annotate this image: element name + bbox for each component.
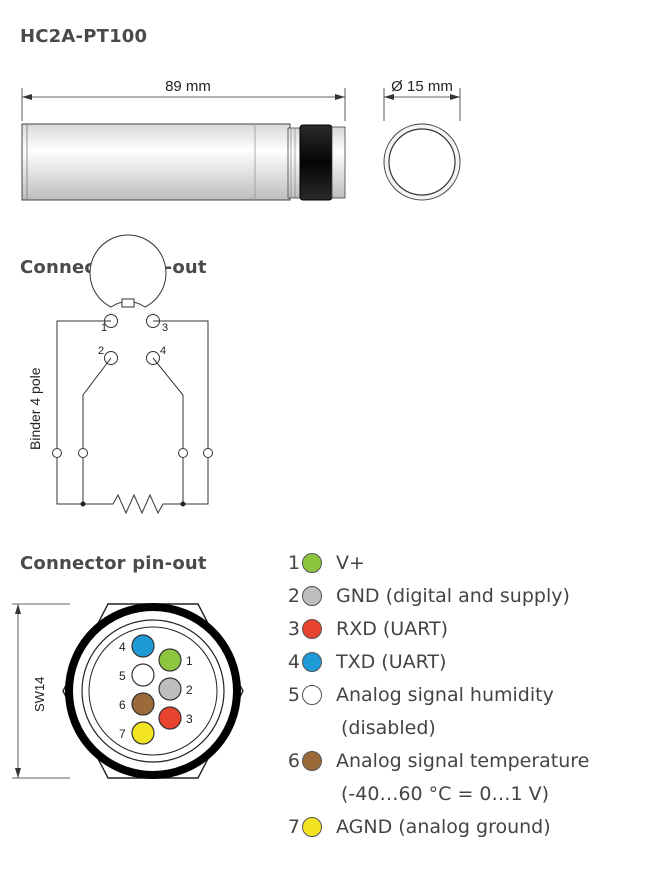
connector-pin-6	[131, 692, 155, 716]
legend-num: 2	[287, 585, 300, 607]
legend-color-dot	[302, 817, 322, 837]
connector-pin-label-3: 3	[186, 712, 193, 726]
binder-pin-2: 2	[98, 345, 104, 357]
binder-pin-3: 3	[162, 322, 168, 334]
legend-text: RXD (UART)	[336, 618, 449, 640]
legend-color-dot	[302, 652, 322, 672]
connector-pin-label-4: 4	[119, 640, 126, 654]
junction-dot-right	[180, 501, 186, 507]
legend-color-dot	[302, 586, 322, 606]
length-label: 89 mm	[165, 78, 211, 95]
legend-num: 1	[287, 552, 300, 574]
connector-pin-1	[158, 648, 182, 672]
legend-text: GND (digital and supply)	[336, 585, 570, 607]
legend-row-5: 5 Analog signal humidity	[286, 680, 554, 710]
diameter-label: Ø 15 mm	[391, 78, 453, 95]
connector-pin-4	[131, 634, 155, 658]
legend-row-1: 1 V+	[286, 548, 365, 578]
binder-label: Binder 4 pole	[27, 367, 43, 450]
connector-pin-label-5: 5	[119, 669, 126, 683]
connector-pin-7	[131, 721, 155, 745]
connector-pin-5	[131, 663, 155, 687]
junction-dot-left	[80, 501, 86, 507]
legend-text: V+	[336, 552, 365, 574]
legend-text: AGND (analog ground)	[336, 816, 551, 838]
connector-pin-label-7: 7	[119, 727, 126, 741]
connector-face: SW14	[12, 603, 244, 779]
connector-pin-label-1: 1	[186, 654, 193, 668]
legend-row-2: 2 GND (digital and supply)	[286, 581, 570, 611]
legend-row-6: 6 Analog signal temperature	[286, 746, 589, 776]
legend-color-dot	[302, 751, 322, 771]
product-title: HC2A-PT100	[20, 26, 148, 47]
connector-pin-label-2: 2	[186, 683, 193, 697]
connector-pin-3	[158, 706, 182, 730]
legend-num: 7	[287, 816, 300, 838]
diameter-dimension: Ø 15 mm	[383, 78, 461, 201]
binder-wiring	[52, 234, 213, 515]
connector-pin-label-6: 6	[119, 698, 126, 712]
pinout-heading-connector: Connector pin-out	[20, 553, 207, 574]
legend-num: 5	[287, 684, 300, 706]
sw-label: SW14	[32, 677, 47, 712]
legend-row-5-continuation: (disabled)	[341, 717, 436, 739]
probe-body	[21, 123, 346, 201]
legend-row-3: 3 RXD (UART)	[286, 614, 448, 644]
legend-text: Analog signal humidity	[336, 684, 554, 706]
binder-pin-1: 1	[101, 322, 107, 334]
legend-text: Analog signal temperature	[336, 750, 590, 772]
binder-pin-4: 4	[160, 345, 166, 357]
connector-pin-2	[158, 677, 182, 701]
legend-row-7: 7 AGND (analog ground)	[286, 812, 551, 842]
length-dimension: 89 mm	[21, 78, 346, 121]
legend-text: TXD (UART)	[336, 651, 447, 673]
legend-num: 3	[287, 618, 300, 640]
legend-row-4: 4 TXD (UART)	[286, 647, 447, 677]
legend-row-6-continuation: (-40…60 °C = 0…1 V)	[341, 783, 550, 805]
legend-num: 6	[287, 750, 300, 772]
legend-num: 4	[287, 651, 300, 673]
legend-color-dot	[302, 685, 322, 705]
legend-color-dot	[302, 553, 322, 573]
legend-color-dot	[302, 619, 322, 639]
